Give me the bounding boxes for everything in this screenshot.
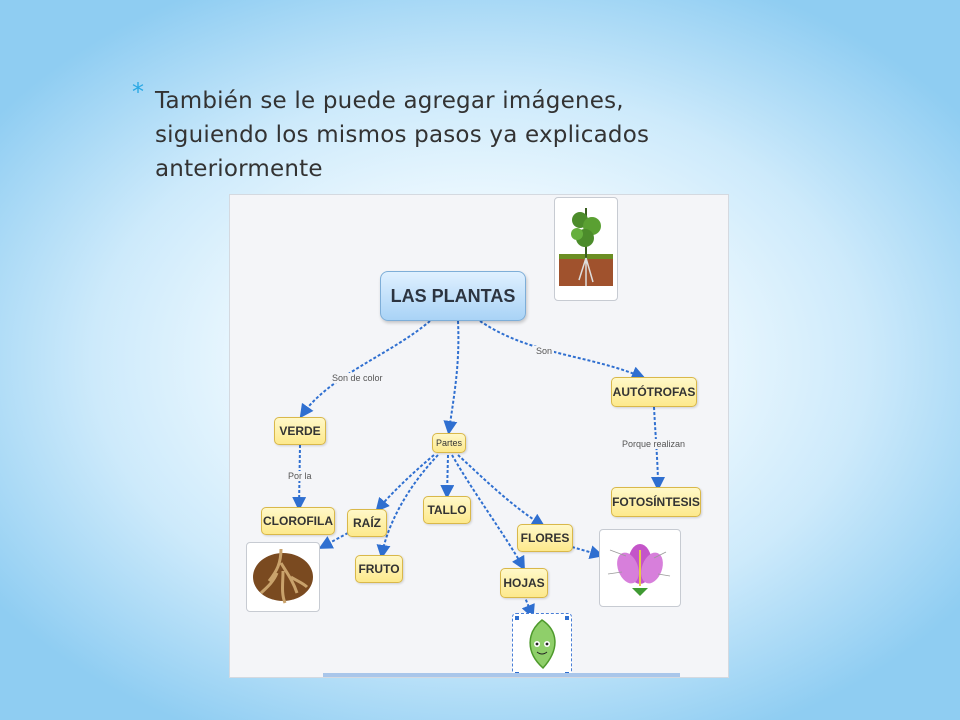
root-node: LAS PLANTAS bbox=[380, 271, 526, 321]
roots-icon bbox=[253, 548, 313, 604]
arrow-partes-tallo bbox=[440, 454, 455, 499]
bullet-star-icon: * bbox=[132, 78, 144, 106]
node-flores: FLORES bbox=[517, 524, 573, 552]
slide-body-text: También se le puede agregar imágenes, si… bbox=[155, 84, 755, 186]
node-tallo: TALLO bbox=[423, 496, 471, 524]
leaf-character-icon bbox=[515, 616, 569, 676]
flower-icon bbox=[607, 544, 671, 596]
node-fotosintesis: FOTOSÍNTESIS bbox=[611, 487, 701, 517]
label-porque-realizan: Porque realizan bbox=[620, 439, 688, 449]
text-line-1: También se le puede agregar imágenes, bbox=[155, 88, 624, 114]
arrow-raiz-roots bbox=[318, 532, 349, 549]
arrow-root-verde bbox=[299, 320, 431, 419]
arrow-root-autotrofas bbox=[479, 320, 646, 380]
arrow-hojas-leaf bbox=[521, 594, 535, 619]
node-clorofila: CLOROFILA bbox=[261, 507, 335, 535]
node-fruto: FRUTO bbox=[355, 555, 403, 583]
arrow-partes-flores bbox=[457, 454, 546, 528]
leaf-character-image bbox=[512, 613, 572, 677]
text-line-2: siguiendo los mismos pasos ya explicados bbox=[155, 122, 650, 148]
concept-map-image: LAS PLANTAS Son de color Son Por la Porq… bbox=[229, 194, 729, 678]
arrow-partes-fruto bbox=[376, 454, 439, 559]
node-raiz: RAÍZ bbox=[347, 509, 387, 537]
map-scrollbar bbox=[323, 673, 680, 677]
text-line-3: anteriormente bbox=[155, 156, 323, 182]
label-son-de-color: Son de color bbox=[330, 373, 385, 383]
node-partes: Partes bbox=[432, 433, 466, 453]
arrow-root-partes bbox=[443, 320, 460, 435]
node-autotrofas: AUTÓTROFAS bbox=[611, 377, 697, 407]
node-hojas: HOJAS bbox=[500, 568, 548, 598]
flower-diagram-image bbox=[599, 529, 681, 607]
arrow-partes-raiz bbox=[375, 454, 435, 513]
arrow-autotrofas-fotosintesis bbox=[650, 406, 665, 491]
label-son: Son bbox=[534, 346, 555, 356]
label-por-la: Por la bbox=[286, 471, 314, 481]
arrow-partes-hojas bbox=[451, 454, 525, 571]
plant-icon bbox=[559, 208, 613, 286]
arrow-flores-flower bbox=[571, 545, 604, 559]
roots-image bbox=[246, 542, 320, 612]
node-verde: VERDE bbox=[274, 417, 326, 445]
plant-diagram-image bbox=[554, 197, 618, 301]
